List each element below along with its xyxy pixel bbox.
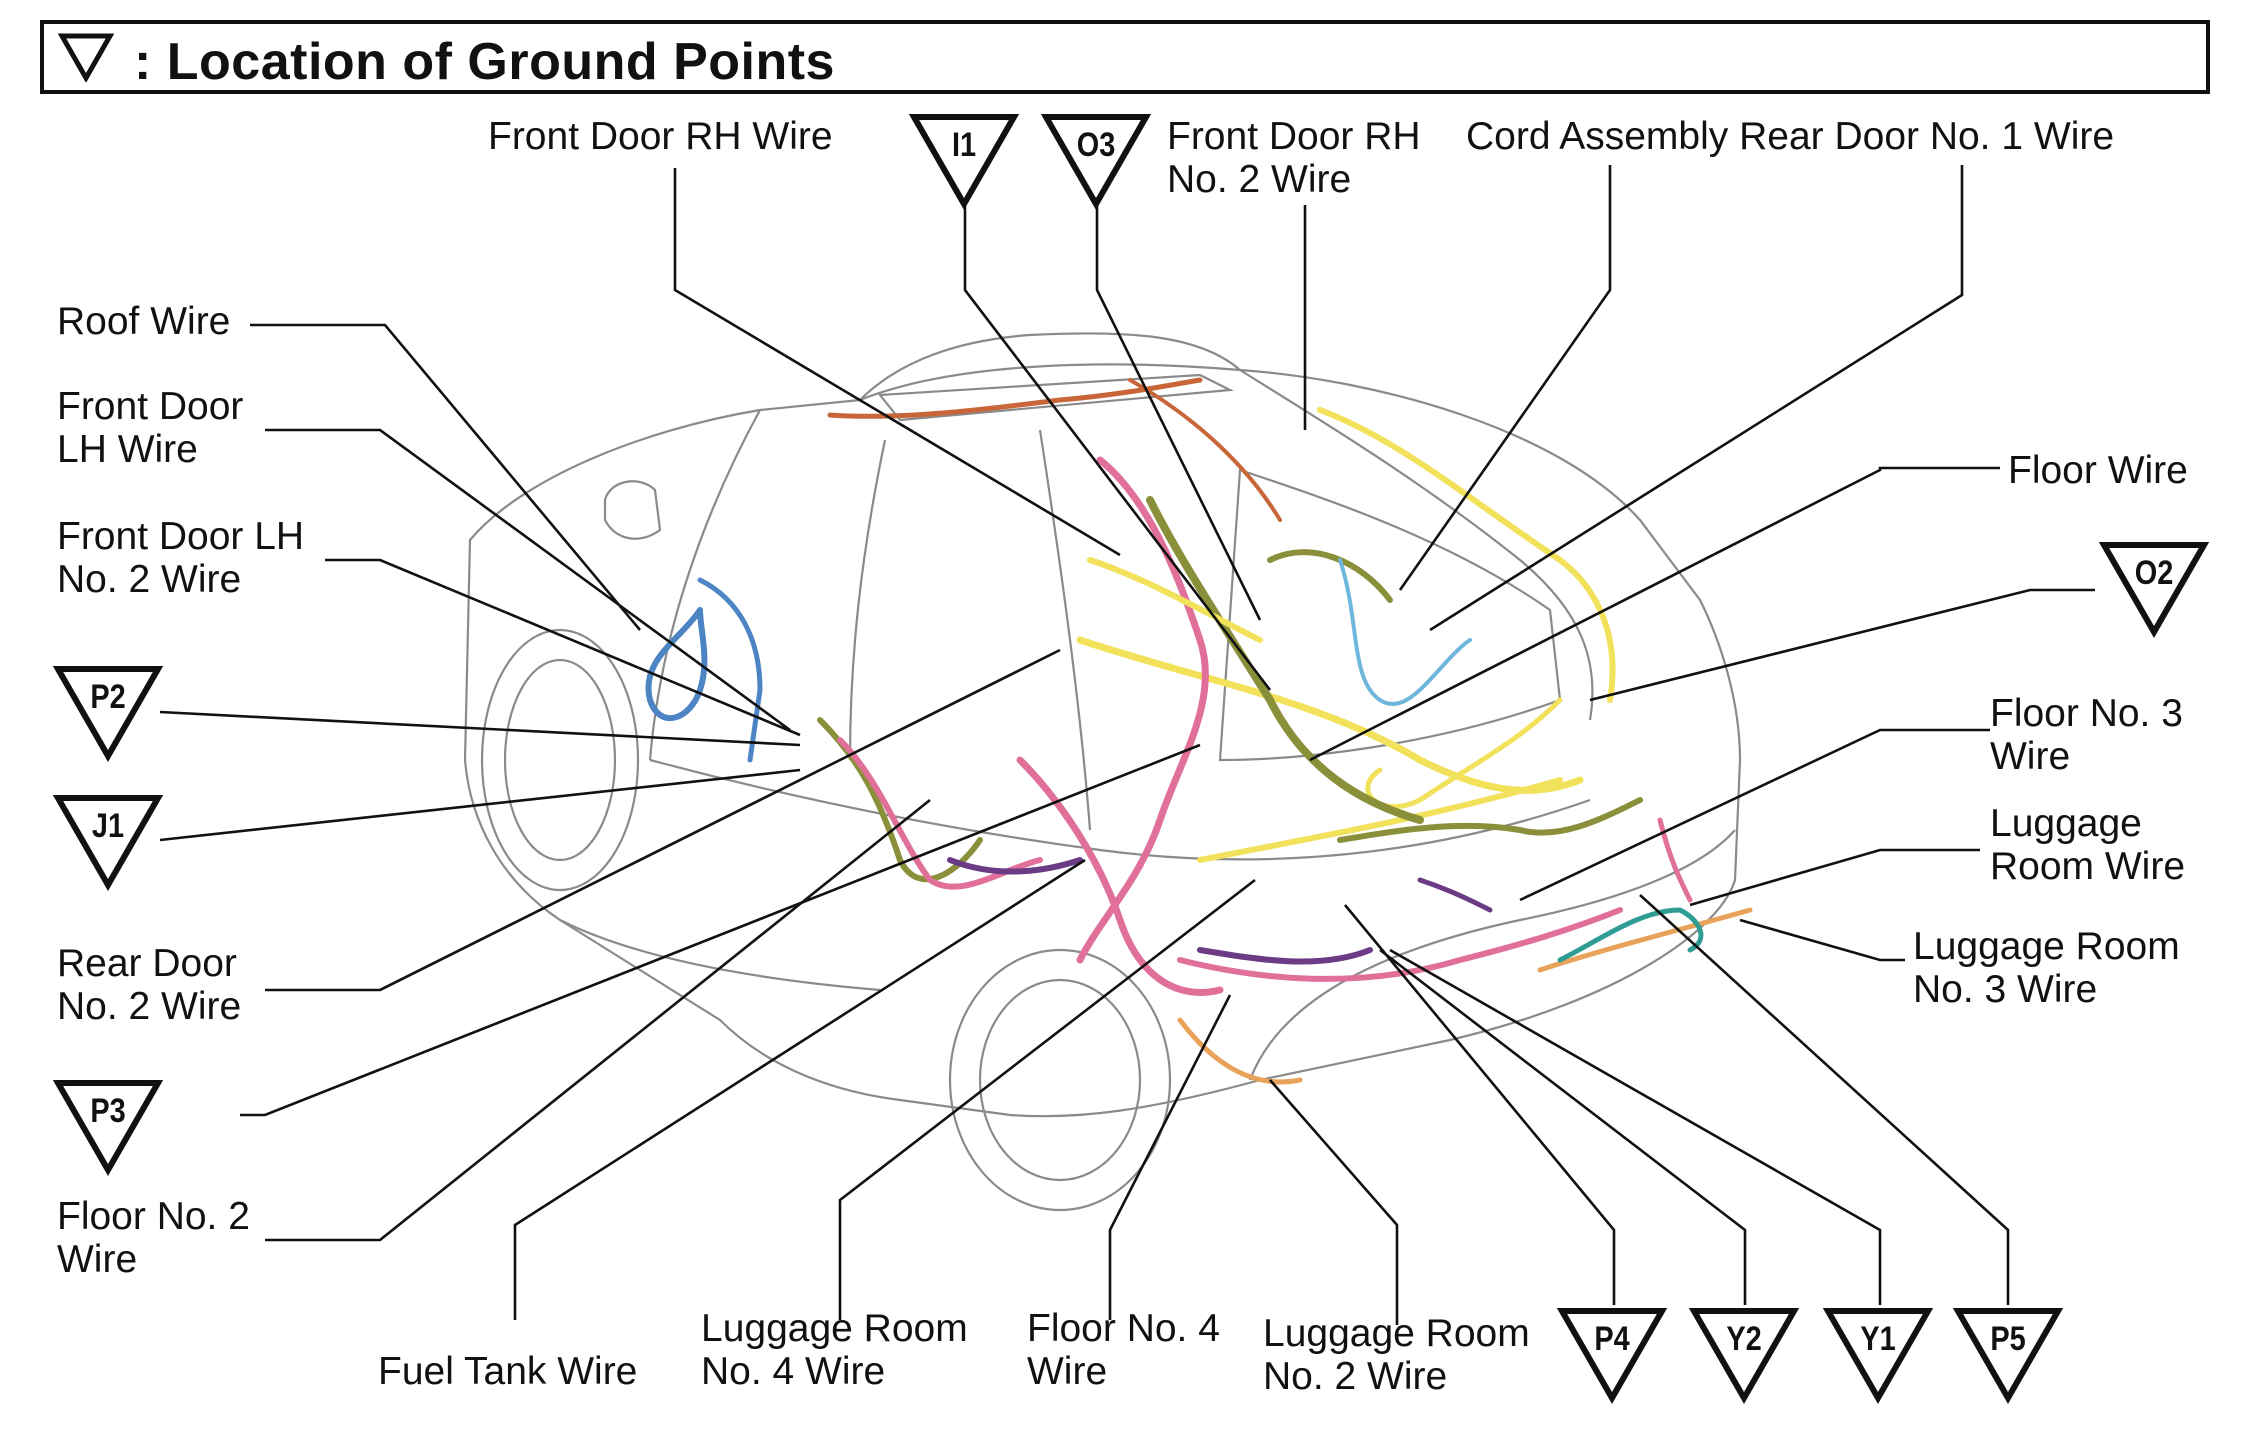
label-rear-door-no2-wire: Rear Door No. 2 Wire: [57, 942, 241, 1028]
ground-point-code: P2: [90, 678, 126, 716]
ground-point-j1: J1: [52, 793, 164, 891]
label-line: No. 2 Wire: [1167, 158, 1352, 201]
ground-point-code: O3: [1076, 126, 1116, 164]
ground-point-o2: O2: [2098, 540, 2210, 638]
ground-point-code: I1: [951, 126, 977, 164]
label-line: Floor No. 3: [1990, 692, 2183, 735]
page-title: : Location of Ground Points: [134, 33, 835, 91]
label-floor-no2-wire: Floor No. 2 Wire: [57, 1195, 250, 1281]
label-line: Luggage Room: [1913, 925, 2180, 968]
label-luggage-room-no3-wire: Luggage Room No. 3 Wire: [1913, 925, 2180, 1011]
label-roof-wire: Roof Wire: [57, 300, 231, 343]
label-line: Floor No. 2: [57, 1195, 250, 1238]
label-line: Rear Door: [57, 942, 237, 985]
label-line: Wire: [57, 1238, 138, 1281]
label-luggage-room-no4-wire: Luggage Room No. 4 Wire: [701, 1307, 968, 1393]
ground-point-code: Y2: [1726, 1320, 1762, 1358]
label-line: Wire: [1027, 1350, 1108, 1393]
label-floor-no3-wire: Floor No. 3 Wire: [1990, 692, 2183, 778]
label-front-door-lh-no2-wire: Front Door LH No. 2 Wire: [57, 515, 304, 601]
ground-point-code: O2: [2134, 554, 2174, 592]
ground-point-p2: P2: [52, 664, 164, 762]
ground-point-y2: Y2: [1688, 1306, 1800, 1404]
label-fuel-tank-wire: Fuel Tank Wire: [378, 1350, 638, 1393]
ground-triangle-icon: [58, 33, 114, 82]
label-line: Luggage Room: [701, 1307, 968, 1350]
label-line: No. 2 Wire: [57, 985, 242, 1028]
label-front-door-rh-wire: Front Door RH Wire: [488, 115, 833, 158]
label-line: Front Door RH: [1167, 115, 1421, 158]
ground-triangle-icon: [1040, 114, 1152, 210]
ground-point-code: Y1: [1860, 1320, 1896, 1358]
ground-point-code: P3: [90, 1092, 126, 1130]
label-floor-no4-wire: Floor No. 4 Wire: [1027, 1307, 1220, 1393]
ground-triangle-icon: [908, 114, 1020, 210]
ground-triangle-icon: [2098, 542, 2210, 638]
ground-point-code: P5: [1990, 1320, 2026, 1358]
label-line: Floor No. 4: [1027, 1307, 1220, 1350]
label-line: No. 3 Wire: [1913, 968, 2098, 1011]
label-line: Luggage: [1990, 802, 2142, 845]
ground-point-code: P4: [1594, 1320, 1630, 1358]
ground-triangle-icon: [52, 666, 164, 762]
leader-lines: [159, 165, 2095, 1325]
label-luggage-room-no2-wire: Luggage Room No. 2 Wire: [1263, 1312, 1530, 1398]
label-line: No. 2 Wire: [1263, 1355, 1448, 1398]
ground-point-i1: I1: [908, 112, 1020, 210]
label-line: Luggage Room: [1263, 1312, 1530, 1355]
label-line: No. 4 Wire: [701, 1350, 886, 1393]
ground-point-p5: P5: [1952, 1306, 2064, 1404]
ground-point-y1: Y1: [1822, 1306, 1934, 1404]
ground-triangle-icon: [1556, 1308, 1668, 1404]
label-line: Front Door: [57, 385, 244, 428]
label-luggage-room-wire: Luggage Room Wire: [1990, 802, 2185, 888]
ground-triangle-icon: [52, 795, 164, 891]
label-floor-wire: Floor Wire: [2008, 449, 2188, 492]
ground-triangle-icon: [52, 1080, 164, 1176]
label-line: LH Wire: [57, 428, 198, 471]
label-line: Wire: [1990, 735, 2071, 778]
wire-harnesses: [645, 377, 1753, 1085]
label-front-door-lh-wire: Front Door LH Wire: [57, 385, 243, 471]
header-bar: : Location of Ground Points: [40, 20, 2210, 94]
label-line: Room Wire: [1990, 845, 2186, 888]
ground-triangle-icon: [1952, 1308, 2064, 1404]
label-front-door-rh-no2-wire: Front Door RH No. 2 Wire: [1167, 115, 1421, 201]
ground-point-p3: P3: [52, 1078, 164, 1176]
ground-point-code: J1: [91, 807, 125, 845]
label-cord-assembly-rear-door-wire: Cord Assembly Rear Door No. 1 Wire: [1466, 115, 2115, 158]
label-line: No. 2 Wire: [57, 558, 242, 601]
ground-triangle-icon: [1822, 1308, 1934, 1404]
ground-triangle-icon: [1688, 1308, 1800, 1404]
ground-point-p4: P4: [1556, 1306, 1668, 1404]
ground-point-o3: O3: [1040, 112, 1152, 210]
label-line: Front Door LH: [57, 515, 305, 558]
